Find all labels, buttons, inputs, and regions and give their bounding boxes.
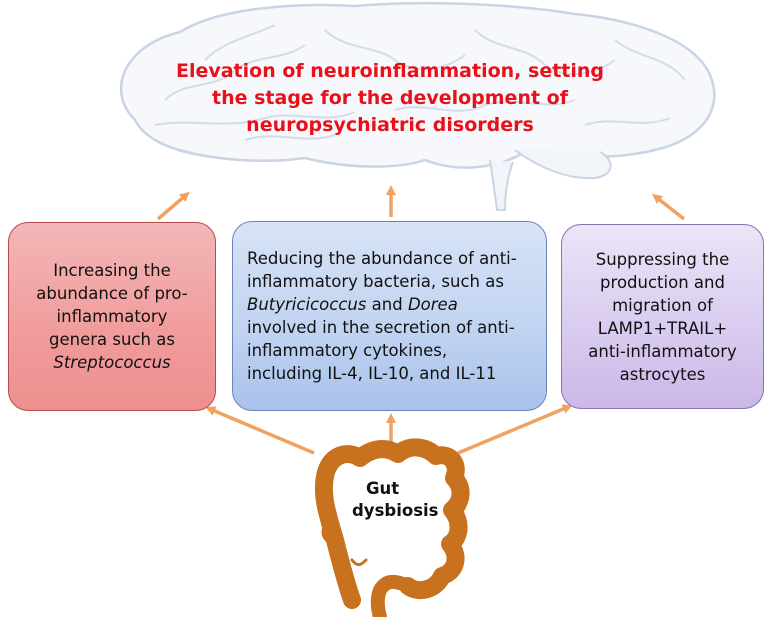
arrow-gut-to-left-box <box>205 406 315 455</box>
left-box-line-2: abundance of pro- <box>36 284 188 303</box>
title-line-2: the stage for the development of <box>212 87 568 109</box>
anti-inflammatory-bacteria-box: Reducing the abundance of anti- inflamma… <box>232 221 547 411</box>
brain-folds <box>154 24 686 141</box>
left-box-line-3: inflammatory <box>56 307 168 326</box>
mid-box-line-4: involved in the secretion of anti- <box>247 318 515 337</box>
outcome-title: Elevation of neuroinflammation, setting … <box>140 58 640 139</box>
mid-box-line-2: inflammatory bacteria, such as <box>247 272 504 291</box>
arrow-left-box-to-brain <box>156 191 190 221</box>
genus-dorea: Dorea <box>407 295 458 314</box>
brain-stem <box>489 149 612 211</box>
intestine-icon <box>314 438 470 617</box>
right-box-line-1: Suppressing the <box>595 249 730 269</box>
gut-label-line-1: Gut <box>366 479 400 498</box>
right-box-line-5: anti-inflammatory <box>588 341 737 361</box>
brain-outline <box>119 1 716 169</box>
right-box-line-6: astrocytes <box>619 364 706 384</box>
right-box-line-2: production and <box>600 272 725 292</box>
mid-box-line-5: inflammatory cytokines, <box>247 341 448 360</box>
right-box-line-3: migration of <box>612 295 713 315</box>
mid-box-line-3: Butyricicoccus and Dorea <box>247 293 517 316</box>
left-box-line-1: Increasing the <box>53 261 171 280</box>
arrow-right-box-to-brain <box>652 193 686 221</box>
mid-box-line-6: including IL-4, IL-10, and IL-11 <box>247 364 497 383</box>
left-box-line-4: genera such as <box>49 330 175 349</box>
genus-butyricicoccus: Butyricicoccus <box>247 295 367 314</box>
title-line-3: neuropsychiatric disorders <box>246 114 534 136</box>
left-box-line-5: Streptococcus <box>53 353 171 372</box>
gut-dysbiosis-label: Gut dysbiosis <box>352 478 442 522</box>
brain-illustration <box>119 1 716 211</box>
astrocytes-box: Suppressing the production and migration… <box>561 224 764 409</box>
pro-inflammatory-box: Increasing the abundance of pro- inflamm… <box>8 222 216 411</box>
title-line-1: Elevation of neuroinflammation, setting <box>175 60 605 82</box>
mid-box-line-3-conj: and <box>366 295 408 314</box>
right-box-line-4: LAMP1+TRAIL+ <box>597 318 728 338</box>
mid-box-line-1: Reducing the abundance of anti- <box>247 249 517 268</box>
gut-label-line-2: dysbiosis <box>352 501 439 520</box>
arrow-gut-to-right-box <box>457 404 573 455</box>
